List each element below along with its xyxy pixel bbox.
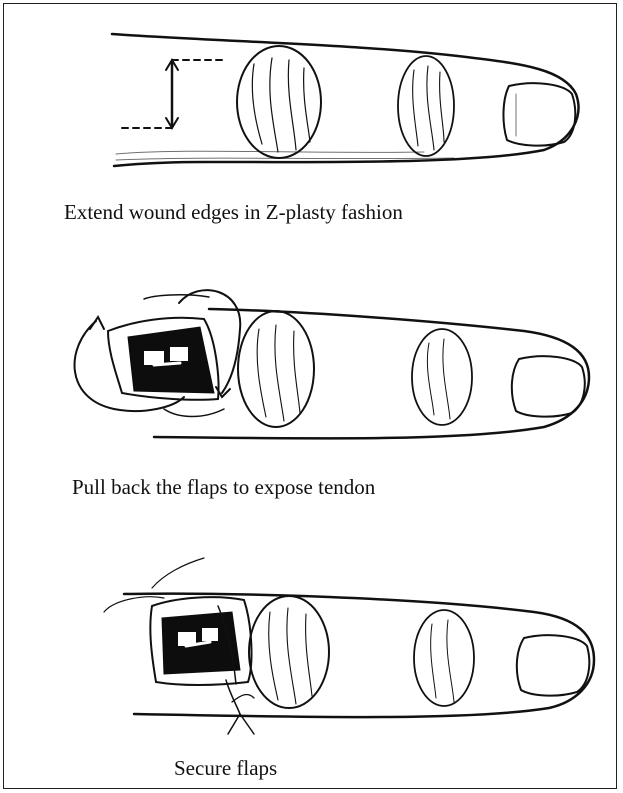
figure-frame: Extend wound edges in Z-plasty fashion	[3, 3, 617, 789]
finger-illustration-3	[4, 554, 618, 744]
suture-lines	[226, 680, 254, 734]
step-3-panel: Secure flaps	[4, 554, 618, 789]
step-1-caption: Extend wound edges in Z-plasty fashion	[64, 200, 403, 225]
step-1-panel: Extend wound edges in Z-plasty fashion	[4, 14, 618, 254]
step-2-caption: Pull back the flaps to expose tendon	[72, 475, 375, 500]
finger-illustration-1	[4, 14, 618, 194]
step-2-panel: Pull back the flaps to expose tendon	[4, 269, 618, 519]
step-3-caption: Secure flaps	[174, 756, 277, 781]
finger-illustration-2	[4, 269, 618, 469]
